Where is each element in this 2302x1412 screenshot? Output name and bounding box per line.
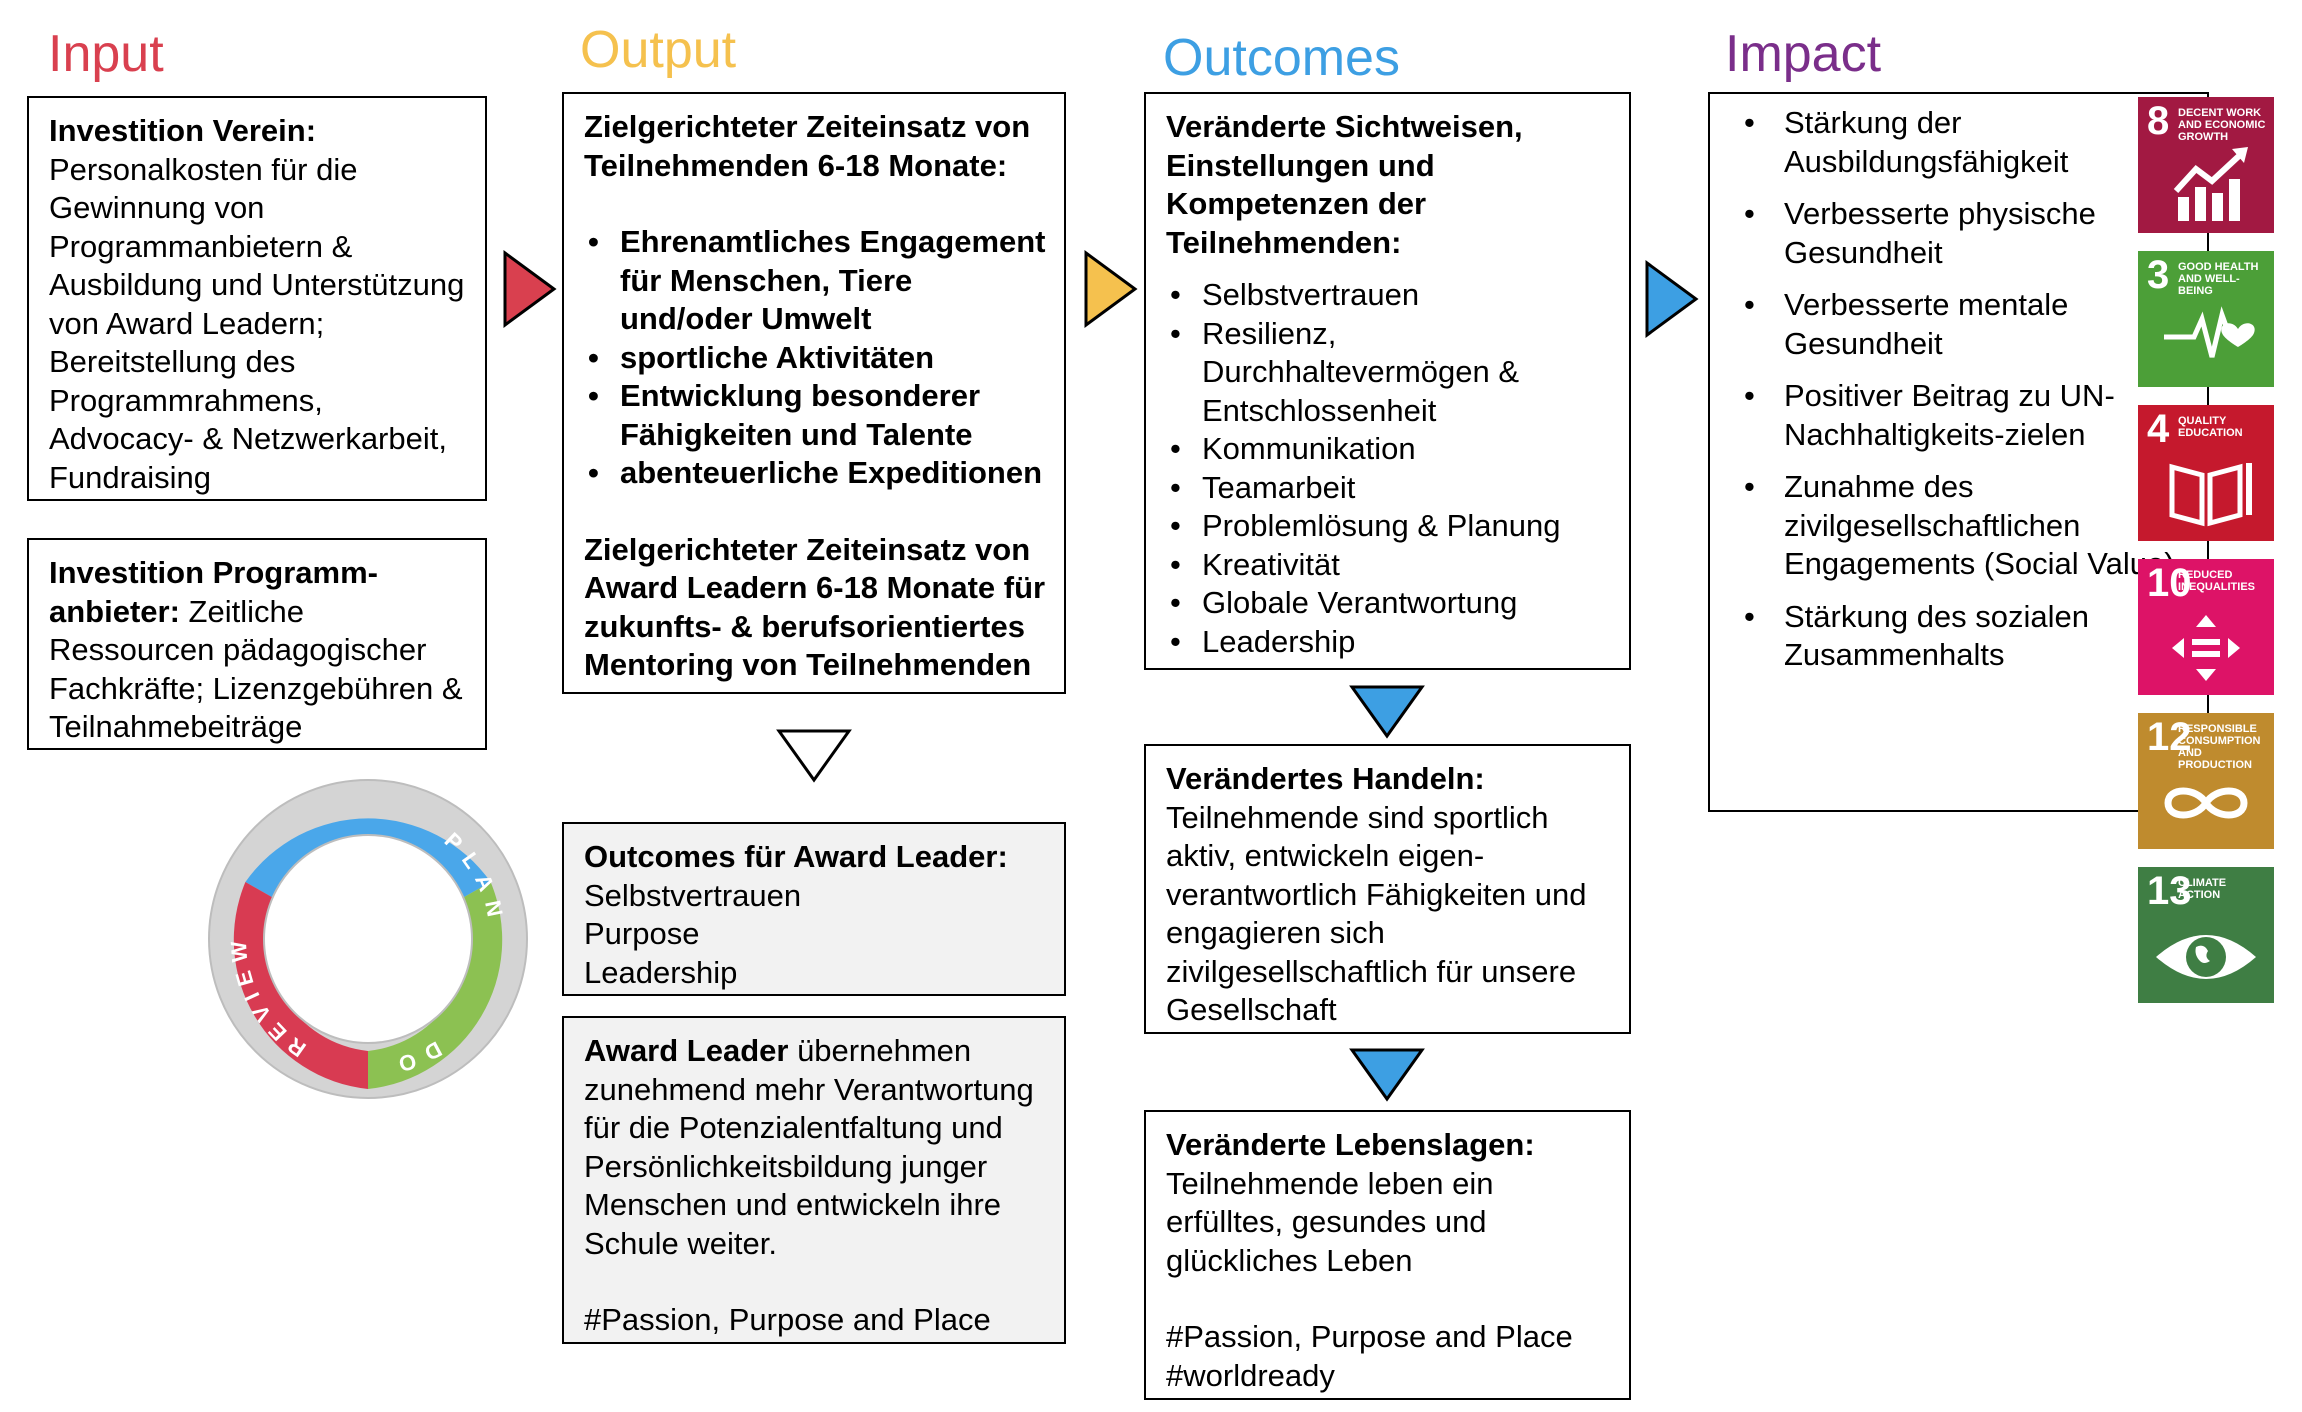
output-leader-action-text: übernehmen zunehmend mehr Verantwortung … (584, 1033, 1034, 1261)
output-leader-outcome-line: Selbstvertrauen (584, 877, 802, 913)
arrow-input-to-output (503, 250, 557, 328)
sdg-number: 8 (2147, 99, 2170, 143)
heading-outcomes: Outcomes (1163, 29, 1400, 87)
input-investment-provider-text: Zeitliche Ressourcen pädagogischer Fachk… (49, 593, 463, 745)
infinity-icon (2164, 787, 2248, 819)
equality-arrows-icon (2172, 615, 2240, 681)
output-leader-action-tag: #Passion, Purpose and Place (584, 1302, 991, 1337)
outcomes-life-text: Teilnehmende leben ein erfülltes, gesund… (1166, 1165, 1494, 1278)
sdg-tile-12: 12 Responsible consumption and productio… (2138, 713, 2274, 849)
outcomes-action-title: Verändertes Handeln: (1166, 761, 1485, 796)
arrow-output-to-outcomes (1084, 250, 1138, 328)
arrow-outcomes-down-1 (1349, 685, 1425, 739)
sdg-tile-8: 8 Decent work and economic growth (2138, 97, 2274, 233)
outcomes-competence-item: Kreativität (1166, 546, 1611, 585)
sdg-number: 4 (2147, 407, 2170, 451)
sdg-label: Reduced inequalities (2178, 569, 2256, 593)
sdg-label: Responsible consumption and production (2178, 723, 2261, 771)
sdg-label: Climate action (2178, 877, 2227, 901)
outcomes-competence-item: Globale Verantwortung (1166, 584, 1611, 623)
impact-item: Verbesserte physische Gesundheit (1730, 195, 2189, 272)
outcomes-competence-item: Teamarbeit (1166, 469, 1611, 508)
sdg-number: 10 (2147, 561, 2192, 605)
growth-chart-icon (2173, 147, 2248, 221)
input-investment-association-text: Personalkosten für die Gewinnung von Pro… (49, 151, 465, 495)
output-activity-item: sportliche Aktivitäten (584, 339, 1046, 378)
arrow-output-down (776, 729, 852, 783)
output-activities-list: Ehrenamtliches Engagement für Menschen, … (584, 223, 1046, 493)
output-leader-action-box: Award Leader übernehmen zunehmend mehr V… (562, 1016, 1066, 1344)
sdg-number: 13 (2147, 869, 2192, 913)
plan-do-review-cycle: PLAN DO REVIEW (208, 779, 528, 1099)
heartbeat-icon (2164, 306, 2255, 358)
earth-eye-icon (2156, 935, 2256, 979)
impact-item: Stärkung des sozialen Zusammenhalts (1730, 598, 2189, 675)
outcomes-views-title: Veränderte Sichtweisen, Einstellungen un… (1166, 109, 1523, 260)
impact-item: Verbesserte mentale Gesundheit (1730, 286, 2189, 363)
arrow-outcomes-to-impact (1645, 260, 1699, 338)
output-activity-item: Ehrenamtliches Engagement für Menschen, … (584, 223, 1046, 339)
output-activity-item: abenteuerliche Expeditionen (584, 454, 1046, 493)
outcomes-views-box: Veränderte Sichtweisen, Einstellungen un… (1144, 92, 1631, 670)
sdg-tile-10: 10 Reduced inequalities (2138, 559, 2274, 695)
outcomes-competence-item: Resilienz, Durchhaltevermögen & Entschlo… (1166, 315, 1611, 431)
sdg-number: 3 (2147, 253, 2170, 297)
sdg-tile-4: 4 Quality education (2138, 405, 2274, 541)
output-main-box: Zielgerichteter Zeiteinsatz von Teilnehm… (562, 92, 1066, 694)
output-leader-outcome-line: Leadership (584, 954, 738, 990)
sdg-label: Decent work and economic growth (2178, 107, 2266, 143)
input-investment-provider-title: Investition Programm-anbieter: (49, 555, 378, 629)
outcomes-action-box: Verändertes Handeln: Teilnehmende sind s… (1144, 744, 1631, 1034)
impact-item: Stärkung der Ausbildungsfähigkeit (1730, 104, 2189, 181)
sdg-label: Good health and well-being (2178, 261, 2259, 297)
impact-box: Stärkung der Ausbildungsfähigkeit Verbes… (1708, 92, 2209, 812)
output-leader-outcomes-title: Outcomes für Award Leader: (584, 839, 1008, 874)
output-mentoring-text: Zielgerichteter Zeiteinsatz von Award Le… (584, 531, 1046, 683)
heading-impact: Impact (1725, 25, 1882, 83)
outcomes-life-box: Veränderte Lebenslagen: Teilnehmende leb… (1144, 1110, 1631, 1400)
impact-list: Stärkung der Ausbildungsfähigkeit Verbes… (1730, 104, 2189, 675)
sdg-tile-13: 13 Climate action (2138, 867, 2274, 1003)
heading-input: Input (48, 25, 164, 83)
impact-item: Zunahme des zivilgesellschaftlichen Enga… (1730, 468, 2189, 584)
cycle-plan-segment (245, 818, 491, 899)
input-investment-association-box: Investition Verein: Personalkosten für d… (27, 96, 487, 501)
outcomes-competence-item: Selbstvertrauen (1166, 276, 1611, 315)
outcomes-action-text: Teilnehmende sind sportlich aktiv, entwi… (1166, 799, 1587, 1028)
outcomes-life-tag: #worldready (1166, 1357, 1335, 1393)
outcomes-life-title: Veränderte Lebenslagen: (1166, 1127, 1535, 1162)
output-leader-action-lead: Award Leader (584, 1033, 789, 1068)
output-leader-outcome-line: Purpose (584, 916, 700, 951)
outcomes-competences-list: Selbstvertrauen Resilienz, Durchhaltever… (1166, 276, 1611, 661)
output-leader-outcomes-box: Outcomes für Award Leader: Selbstvertrau… (562, 822, 1066, 996)
outcomes-competence-item: Kommunikation (1166, 430, 1611, 469)
impact-item: Positiver Beitrag zu UN-Nachhaltigkeits-… (1730, 377, 2189, 454)
book-icon (2169, 463, 2252, 527)
heading-output: Output (580, 21, 737, 79)
sdg-number: 12 (2147, 715, 2192, 759)
output-main-title: Zielgerichteter Zeiteinsatz von Teilnehm… (584, 109, 1031, 183)
input-investment-provider-box: Investition Programm-anbieter: Zeitliche… (27, 538, 487, 750)
sdg-label: Quality education (2178, 415, 2243, 439)
input-investment-association-title: Investition Verein: (49, 113, 317, 148)
output-activity-item: Entwicklung besonderer Fähigkeiten und T… (584, 377, 1046, 454)
outcomes-competence-item: Leadership (1166, 623, 1611, 662)
arrow-outcomes-down-2 (1349, 1048, 1425, 1102)
sdg-tile-3: 3 Good health and well-being (2138, 251, 2274, 387)
outcomes-competence-item: Problemlösung & Planung (1166, 507, 1611, 546)
outcomes-life-tag: #Passion, Purpose and Place (1166, 1319, 1573, 1354)
